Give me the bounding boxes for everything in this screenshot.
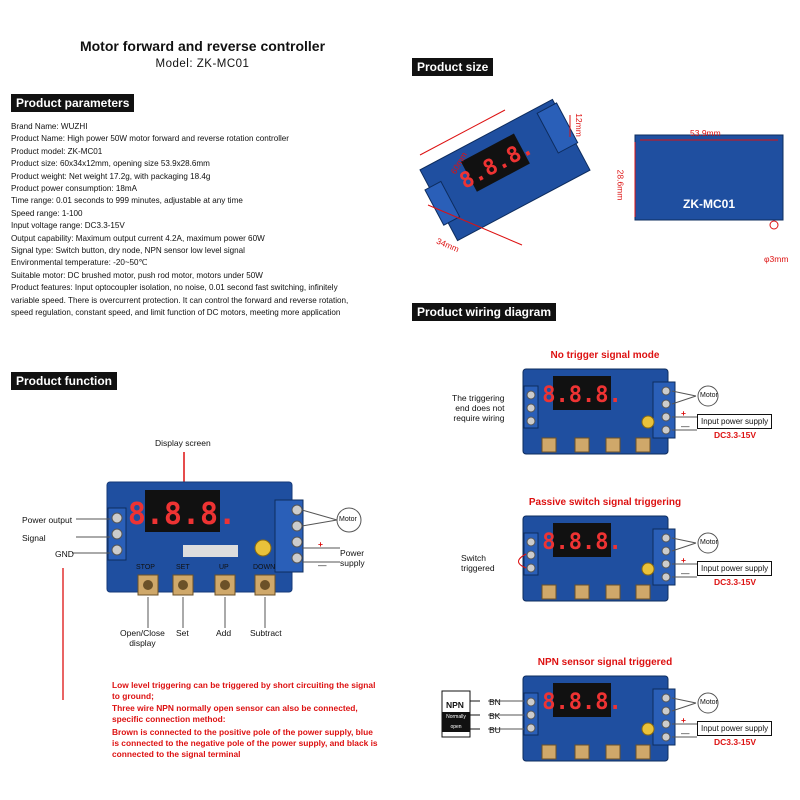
caption-set: Set: [176, 628, 189, 638]
param-line: variable speed. There is overcurrent pro…: [11, 295, 349, 305]
size-height: 12mm: [573, 113, 584, 137]
btn-stop: STOP: [136, 564, 155, 571]
wiring-plus: +: [681, 715, 686, 725]
size-hole: φ3mm: [764, 254, 789, 264]
wiring-minus: —: [681, 568, 690, 578]
size-open-width: 53.9mm: [690, 128, 721, 138]
model-line: Model: ZK-MC01: [155, 58, 250, 70]
power-output-label: Power output: [22, 515, 73, 525]
param-line: Product size: 60x34x12mm, opening size 5…: [11, 159, 210, 169]
note-2: Three wire NPN normally open sensor can …: [112, 703, 358, 724]
motor-label: Motor: [339, 516, 357, 523]
display-screen-label: Display screen: [155, 438, 211, 448]
note-1: Low level triggering can be triggered by…: [112, 680, 376, 701]
param-line: speed regulation, constant speed, and li…: [11, 308, 341, 318]
wire-bk: BK: [489, 711, 501, 721]
btn-set: SET: [176, 564, 190, 571]
param-line: Time range: 0.01 seconds to 999 minutes,…: [11, 196, 243, 206]
svg-text:8.8.8.: 8.8.8.: [542, 690, 621, 715]
wiring-title: NPN sensor signal triggered: [537, 657, 673, 668]
param-line: Product Name: High power 50W motor forwa…: [11, 134, 290, 144]
power-supply-label: Power supply: [340, 548, 365, 568]
btn-up: UP: [219, 564, 229, 571]
function-diagram: 8.8.8.: [62, 452, 362, 700]
wiring-left-note: The triggering end does not require wiri…: [452, 393, 505, 423]
svg-text:8.8.8.: 8.8.8.: [542, 530, 621, 555]
size-diagram: 8.8.8. ZK-MC01: [419, 98, 784, 246]
wiring-motor-label: Motor: [700, 699, 718, 706]
wiring-motor-label: Motor: [700, 392, 718, 399]
caption-subtract: Subtract: [250, 628, 282, 638]
wiring-motor-label: Motor: [700, 539, 718, 546]
minus-sign: —: [318, 560, 327, 570]
wiring-supply-box: Input power supply: [697, 721, 773, 736]
param-line: Product features: Input optocoupler isol…: [11, 283, 338, 293]
param-line: Output capability: Maximum output curren…: [11, 233, 265, 243]
npn-label: NPN: [446, 700, 464, 710]
param-line: Brand Name: WUZHI: [11, 122, 88, 131]
btn-down: DOWN: [253, 564, 276, 571]
wiring-voltage: DC3.3-15V: [714, 577, 757, 587]
param-line: Product power consumption: 18mA: [11, 184, 137, 194]
svg-text:8.8.8.: 8.8.8.: [542, 383, 621, 408]
param-line: Speed range: 1-100: [11, 208, 83, 218]
npn-sub: Normally open: [442, 712, 470, 732]
section-wiring: Product wiring diagram: [412, 303, 557, 321]
params-list: Brand Name: WUZHI Product Name: High powe…: [11, 121, 391, 320]
wiring-supply-box: Input power supply: [697, 561, 773, 576]
wiring-minus: —: [681, 728, 690, 738]
pcb-display-glyph: 8.8.8.: [128, 497, 236, 532]
plus-sign: +: [318, 539, 323, 549]
caption-add: Add: [216, 628, 232, 638]
wiring-diagram: 8.8.8.: [522, 368, 719, 455]
wiring-left-note: Switch triggered: [461, 553, 495, 573]
wiring-supply-box: Input power supply: [697, 414, 773, 429]
wiring-plus: +: [681, 555, 686, 565]
section-function: Product function: [11, 372, 117, 390]
wiring-plus: +: [681, 408, 686, 418]
size-open-height: 28.6mm: [615, 169, 626, 201]
gnd-label: GND: [55, 549, 74, 559]
param-line: Product model: ZK-MC01: [11, 146, 103, 156]
wire-bu: BU: [489, 725, 501, 735]
param-line: Suitable motor: DC brushed motor, push r…: [11, 270, 263, 280]
wiring-voltage: DC3.3-15V: [714, 737, 757, 747]
section-size: Product size: [412, 58, 494, 76]
note-3: Brown is connected to the positive pole …: [112, 727, 378, 759]
param-line: Signal type: Switch button, dry node, NP…: [11, 246, 245, 256]
wire-bn: BN: [489, 697, 501, 707]
section-parameters: Product parameters: [11, 94, 135, 112]
wiring-voltage: DC3.3-15V: [714, 430, 757, 440]
wiring-title: No trigger signal mode: [550, 350, 660, 361]
wiring-minus: —: [681, 421, 690, 431]
page-title: Motor forward and reverse controller: [79, 38, 326, 54]
param-line: Product weight: Net weight 17.2g, with p…: [11, 171, 211, 181]
wiring-diagram: 8.8.8.: [441, 675, 719, 762]
wiring-diagram: 8.8.8.: [518, 515, 719, 602]
caption-open-close: Open/Close display: [120, 628, 165, 648]
wiring-title: Passive switch signal triggering: [528, 497, 682, 508]
param-line: Environmental temperature: -20~50℃: [11, 258, 148, 268]
board-name: ZK-MC01: [683, 197, 735, 211]
param-line: Input voltage range: DC3.3-15V: [11, 221, 125, 231]
signal-label: Signal: [22, 533, 46, 543]
